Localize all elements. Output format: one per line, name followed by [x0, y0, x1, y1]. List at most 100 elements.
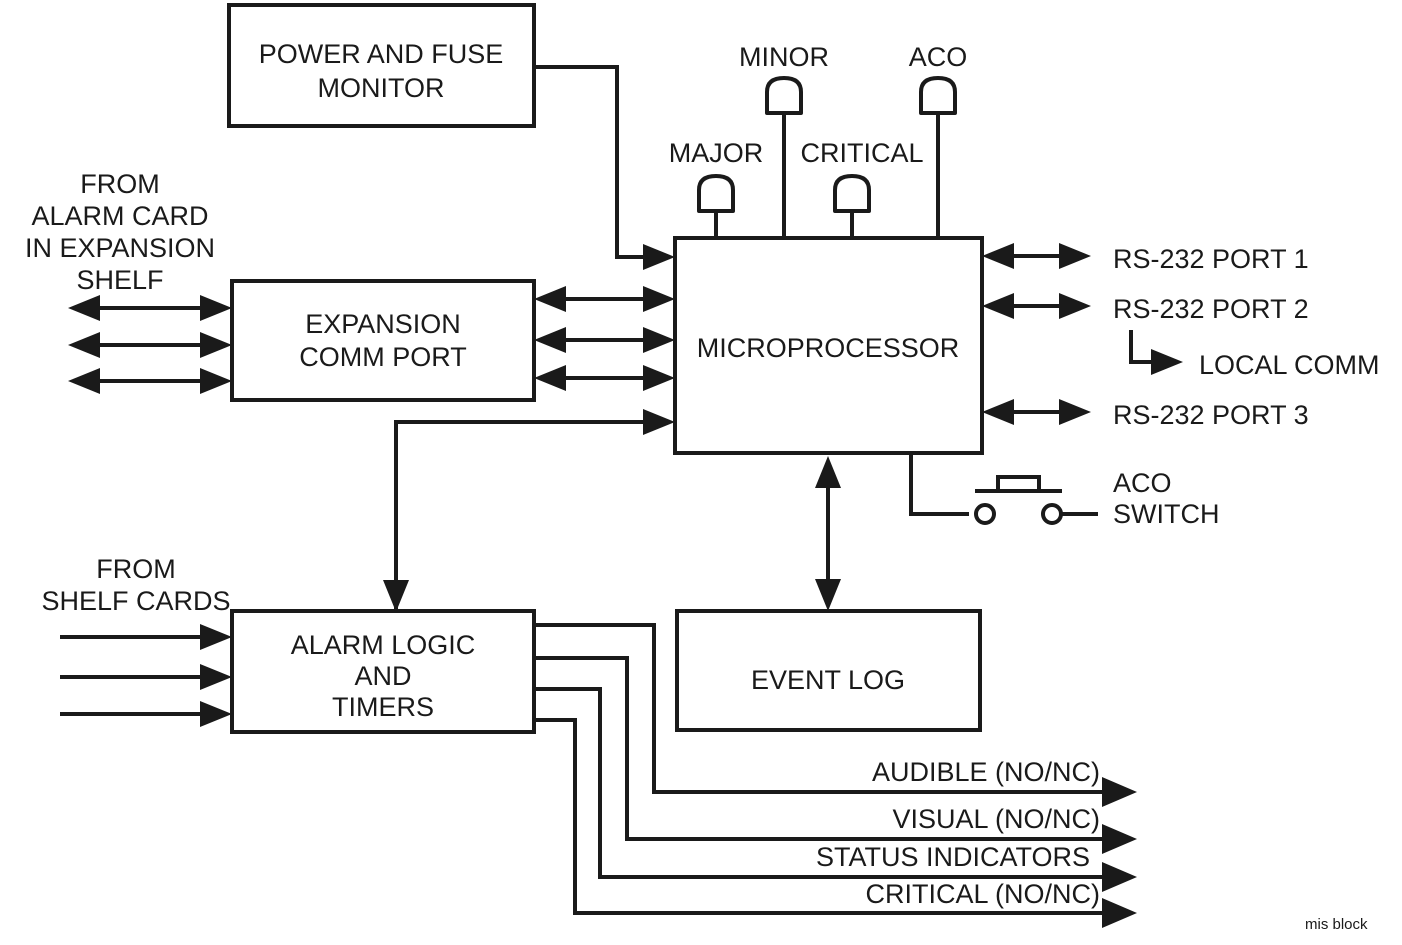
from-alarm-card-line4: SHELF — [76, 265, 163, 295]
block-expansion-comm-port: EXPANSION COMM PORT — [230, 279, 536, 402]
arrowhead-rs232-port-3-right — [1059, 399, 1091, 425]
indicator-minor-label: MINOR — [739, 42, 829, 72]
rs232-port-2-label: RS-232 PORT 2 — [1113, 294, 1309, 324]
indicator-critical: CRITICAL — [800, 138, 924, 238]
microprocessor-box — [673, 236, 984, 455]
output-status-indicators-label: STATUS INDICATORS — [816, 842, 1090, 872]
power-and-fuse-monitor-label-line1: POWER AND FUSE — [259, 39, 504, 69]
arrowhead-exp-mp-1-right — [643, 286, 675, 312]
expansion-comm-port-label-line1: EXPANSION — [305, 309, 461, 339]
arrowhead-expansion-shelf-1-left — [68, 295, 100, 321]
bus-expansion-to-microprocessor-1 — [534, 286, 675, 312]
indicator-major: MAJOR — [669, 138, 764, 238]
arrowhead-output-status-indicators — [1102, 862, 1137, 892]
output-critical-path — [534, 718, 1113, 915]
expansion-comm-port-box — [230, 279, 536, 402]
bus-expansion-to-microprocessor-2 — [534, 327, 675, 353]
arrowhead-expansion-shelf-2-left — [68, 332, 100, 358]
indicator-major-label: MAJOR — [669, 138, 764, 168]
aco-switch-terminal-right-icon — [1041, 503, 1063, 525]
input-shelf-cards-3 — [60, 701, 232, 727]
block-microprocessor: MICROPROCESSOR — [673, 236, 984, 455]
port-rs232-port-1: RS-232 PORT 1 — [982, 243, 1309, 274]
arrowhead-expansion-shelf-1-right — [200, 295, 232, 321]
arrowhead-exp-mp-2-right — [643, 327, 675, 353]
aco-switch-terminal-left-icon — [974, 503, 996, 525]
alarm-logic-and-timers-box — [230, 609, 536, 734]
port-rs232-port-3: RS-232 PORT 3 — [982, 399, 1309, 430]
label-from-shelf-cards: FROM SHELF CARDS — [41, 554, 230, 616]
output-visual: VISUAL (NO/NC) — [534, 656, 1137, 854]
arrowhead-rs232-port-2-right — [1059, 293, 1091, 319]
bus-expansion-shelf-1 — [68, 295, 232, 321]
output-audible: AUDIBLE (NO/NC) — [534, 623, 1137, 807]
output-visual-path — [534, 656, 1113, 841]
arrowhead-exp-mp-1-left — [534, 286, 566, 312]
major-led-icon — [697, 174, 735, 213]
aco-led-icon — [919, 76, 957, 115]
rs232-port-3-label: RS-232 PORT 3 — [1113, 400, 1309, 430]
arrowhead-output-critical — [1102, 898, 1137, 928]
aco-switch-connector — [909, 453, 969, 516]
output-status-indicators-path — [534, 687, 1113, 879]
connector-power-to-microprocessor-path — [534, 65, 658, 259]
arrowhead-microprocessor-to-alarm-logic — [383, 580, 409, 612]
connector-alarm-logic-microprocessor — [383, 409, 675, 612]
bus-expansion-to-microprocessor-3 — [534, 365, 675, 391]
aco-switch-label-line1: ACO — [1113, 468, 1172, 498]
from-alarm-card-line1: FROM — [80, 169, 159, 199]
port-rs232-port-2: RS-232 PORT 2 — [982, 293, 1309, 324]
microprocessor-label: MICROPROCESSOR — [697, 333, 960, 363]
alarm-logic-label-line1: ALARM LOGIC — [291, 630, 476, 660]
arrowhead-output-visual — [1102, 824, 1137, 854]
minor-led-icon — [765, 76, 803, 115]
alarm-logic-label-line2: AND — [354, 661, 411, 691]
block-alarm-logic-and-timers: ALARM LOGIC AND TIMERS — [230, 609, 536, 734]
arrowhead-exp-mp-3-left — [534, 365, 566, 391]
block-event-log: EVENT LOG — [675, 609, 982, 732]
input-shelf-cards-2 — [60, 664, 232, 690]
arrowhead-expansion-shelf-2-right — [200, 332, 232, 358]
output-status-indicators: STATUS INDICATORS — [534, 687, 1137, 892]
label-from-alarm-card-in-expansion-shelf: FROM ALARM CARD IN EXPANSION SHELF — [25, 169, 215, 295]
from-shelf-cards-line1: FROM — [96, 554, 175, 584]
indicator-aco: ACO — [909, 42, 968, 238]
arrowhead-power-to-microprocessor — [643, 244, 675, 270]
rs232-port-1-label: RS-232 PORT 1 — [1113, 244, 1309, 274]
arrowhead-local-comm — [1151, 349, 1183, 375]
arrowhead-expansion-shelf-3-left — [68, 368, 100, 394]
output-critical-label: CRITICAL (NO/NC) — [866, 879, 1101, 909]
aco-switch-pushbutton-cap-icon — [996, 475, 1041, 491]
power-and-fuse-monitor-box — [227, 3, 536, 128]
bus-microprocessor-to-event-log — [815, 456, 841, 611]
power-and-fuse-monitor-label-line2: MONITOR — [318, 73, 445, 103]
port-local-comm: LOCAL COMM — [1129, 330, 1380, 380]
arrowhead-shelf-cards-3 — [200, 701, 232, 727]
input-shelf-cards-1 — [60, 624, 232, 650]
alarm-logic-label-line3: TIMERS — [332, 692, 434, 722]
from-alarm-card-line2: ALARM CARD — [31, 201, 208, 231]
arrowhead-event-log-up — [815, 456, 841, 488]
event-log-box — [675, 609, 982, 732]
arrowhead-shelf-cards-1 — [200, 624, 232, 650]
arrowhead-rs232-port-3-left — [982, 399, 1014, 425]
arrowhead-rs232-port-1-right — [1059, 243, 1091, 269]
bus-expansion-shelf-2 — [68, 332, 232, 358]
indicator-aco-label: ACO — [909, 42, 968, 72]
aco-switch-group: ACO SWITCH — [909, 453, 1219, 529]
arrowhead-rs232-port-1-left — [982, 243, 1014, 269]
critical-led-icon — [833, 174, 871, 213]
arrowhead-alarm-logic-to-microprocessor — [643, 409, 675, 435]
connector-alarm-logic-microprocessor-path — [394, 420, 658, 612]
block-power-and-fuse-monitor: POWER AND FUSE MONITOR — [227, 3, 536, 128]
aco-switch-label-line2: SWITCH — [1113, 499, 1219, 529]
bus-expansion-shelf-3 — [68, 368, 232, 394]
arrowhead-shelf-cards-2 — [200, 664, 232, 690]
arrowhead-rs232-port-2-left — [982, 293, 1014, 319]
output-visual-label: VISUAL (NO/NC) — [892, 804, 1100, 834]
arrowhead-expansion-shelf-3-right — [200, 368, 232, 394]
output-critical: CRITICAL (NO/NC) — [534, 718, 1137, 928]
output-audible-path — [534, 623, 1113, 794]
